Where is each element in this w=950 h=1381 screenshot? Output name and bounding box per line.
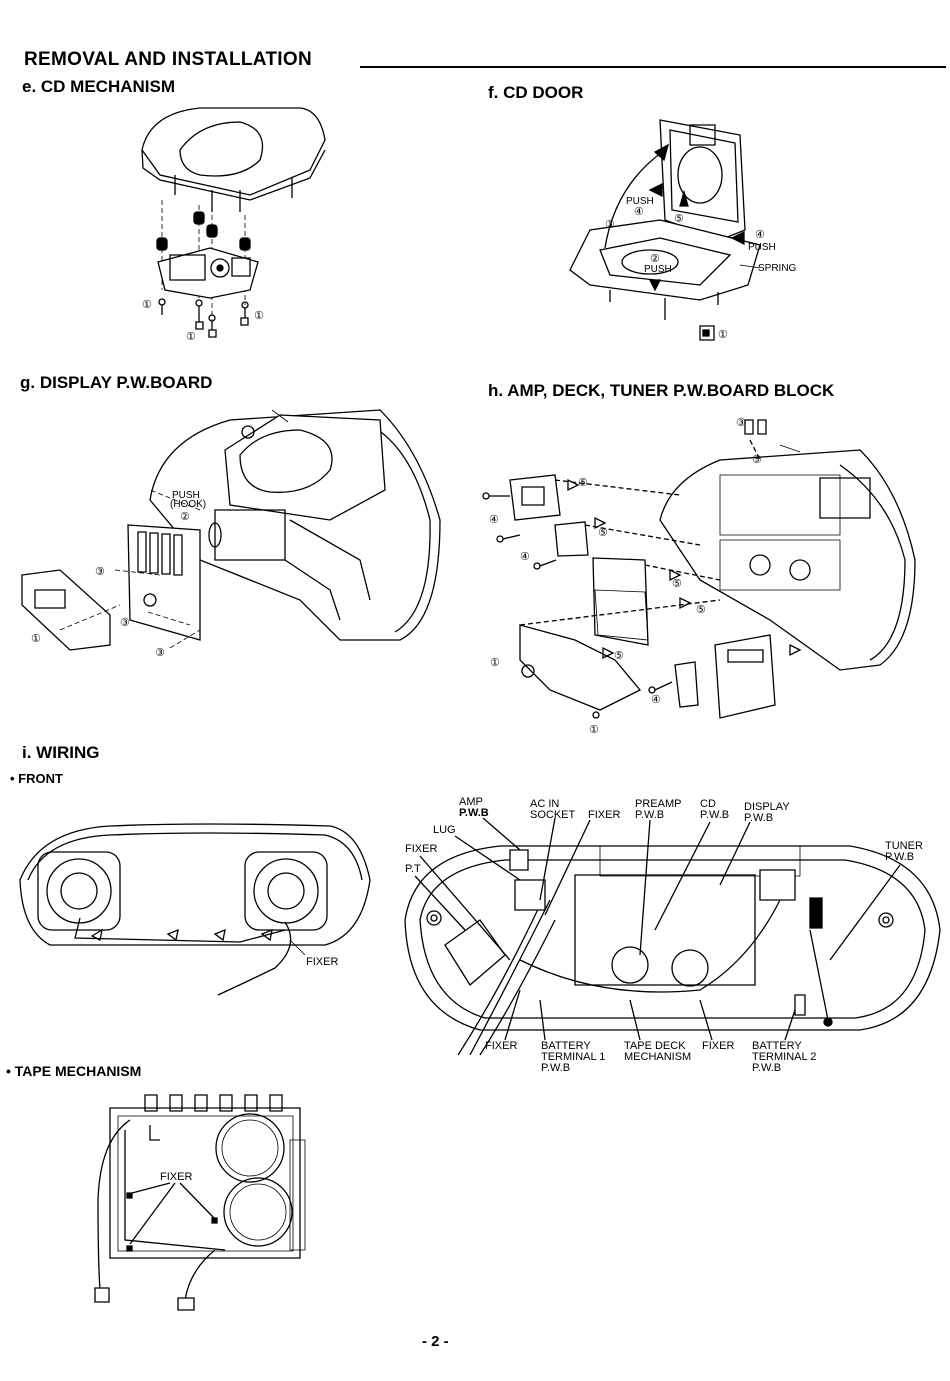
- label-cd-pwb: P.W.B: [700, 809, 730, 821]
- subsection-front: • FRONT: [10, 771, 63, 786]
- label-mechanism: MECHANISM: [624, 1051, 692, 1063]
- label-ac-in: AC IN: [530, 798, 560, 810]
- step-marker: ④: [651, 694, 661, 706]
- label-push: PUSH: [644, 264, 672, 275]
- label-pt: P.T: [405, 863, 421, 875]
- step-marker: ⑤: [578, 477, 588, 489]
- step-marker: ③: [736, 417, 746, 429]
- label-terminal-2: TERMINAL 2: [752, 1051, 817, 1063]
- label-push: PUSH: [172, 490, 200, 501]
- label-amp-pwb: P.W.B: [459, 807, 489, 819]
- step-marker: ⑤: [752, 454, 762, 466]
- label-display: DISPLAY: [744, 801, 790, 813]
- front-title: FRONT: [18, 771, 63, 786]
- step-marker: ⑤: [674, 213, 684, 225]
- step-marker: ④: [520, 551, 530, 563]
- label-lug: LUG: [433, 824, 456, 836]
- label-fixer: FIXER: [588, 809, 621, 821]
- step-marker: ①: [490, 657, 500, 669]
- step-marker: ③: [120, 617, 130, 629]
- label-push: PUSH: [626, 196, 654, 207]
- label-tuner: TUNER: [885, 840, 923, 852]
- step-marker: ④: [755, 229, 765, 241]
- label-fixer: FIXER: [485, 1040, 518, 1052]
- label-fixer: FIXER: [405, 843, 438, 855]
- label-battery-2-pwb: P.W.B: [752, 1062, 782, 1074]
- label-fixer: FIXER: [160, 1171, 193, 1183]
- step-marker: ②: [180, 511, 190, 523]
- label-preamp: PREAMP: [635, 798, 682, 810]
- label-spring: SPRING: [758, 263, 797, 274]
- screw-marker: ①: [254, 310, 264, 322]
- label-tuner-pwb: P.W.B: [885, 851, 915, 863]
- label-fixer: FIXER: [306, 956, 339, 968]
- step-marker: ⑤: [672, 578, 682, 590]
- step-marker: ③: [605, 219, 615, 231]
- section-i-title: i. WIRING: [22, 743, 100, 762]
- label-battery-2: BATTERY: [752, 1040, 802, 1052]
- label-tape-deck: TAPE DECK: [624, 1040, 686, 1052]
- tape-title: TAPE MECHANISM: [14, 1063, 142, 1079]
- step-marker: ⑤: [696, 604, 706, 616]
- step-marker: ①: [31, 633, 41, 645]
- section-e-title: e. CD MECHANISM: [22, 77, 176, 96]
- section-f-title: f. CD DOOR: [488, 83, 584, 102]
- page-title: REMOVAL AND INSTALLATION: [24, 49, 312, 70]
- label-cd: CD: [700, 798, 716, 810]
- label-push: PUSH: [748, 242, 776, 253]
- step-marker: ④: [634, 206, 644, 218]
- section-h-title: h. AMP, DECK, TUNER P.W.BOARD BLOCK: [488, 381, 835, 400]
- step-marker: ②: [650, 253, 660, 265]
- step-marker: ④: [489, 514, 499, 526]
- subsection-tape: • TAPE MECHANISM: [6, 1063, 142, 1079]
- label-display-pwb: P.W.B: [744, 812, 774, 824]
- screw-marker: ①: [186, 331, 196, 343]
- step-marker: ③: [155, 647, 165, 659]
- label-fixer: FIXER: [702, 1040, 735, 1052]
- label-hook: (HOOK): [170, 499, 207, 510]
- page-number: - 2 -: [422, 1333, 449, 1350]
- label-amp: AMP: [459, 796, 483, 808]
- step-marker: ①: [589, 724, 599, 736]
- label-socket: SOCKET: [530, 809, 576, 821]
- label-preamp-pwb: P.W.B: [635, 809, 665, 821]
- step-marker: ①: [718, 329, 728, 341]
- title-rule: [360, 66, 946, 68]
- step-marker: ③: [95, 566, 105, 578]
- label-battery-1: BATTERY: [541, 1040, 591, 1052]
- step-marker: ⑤: [614, 650, 624, 662]
- section-g-title: g. DISPLAY P.W.BOARD: [20, 373, 213, 392]
- screw-marker: ①: [142, 299, 152, 311]
- label-battery-1-pwb: P.W.B: [541, 1062, 571, 1074]
- step-marker: ⑤: [598, 527, 608, 539]
- label-terminal-1: TERMINAL 1: [541, 1051, 606, 1063]
